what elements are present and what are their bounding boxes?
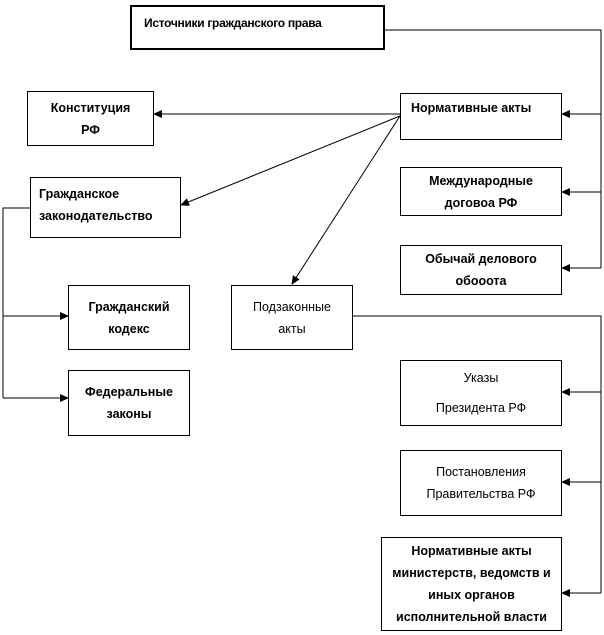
node-business-custom-line-2: обооота (455, 274, 507, 288)
arrow-to-civil-legislation (180, 115, 401, 206)
node-federal-laws-line-2: законы (106, 407, 152, 421)
node-business-custom: Обычай делового обооота (400, 245, 562, 295)
node-root: Источники гражданского права (130, 5, 385, 50)
connector-root-spine (384, 29, 602, 268)
node-ministerial-acts-line-3: иных органов (428, 588, 515, 602)
node-bylaws: Подзаконные акты (231, 285, 353, 350)
node-constitution-line-2: РФ (81, 122, 100, 137)
node-ministerial-acts-line-2: министерств, ведомств и (392, 566, 551, 580)
node-international-treaties-line-2: договоа РФ (444, 195, 518, 210)
node-bylaws-line-1: Подзаконные (253, 299, 331, 314)
node-root-line: Источники гражданского права (144, 16, 322, 30)
node-constitution: Конституция РФ (27, 91, 154, 146)
node-civil-code-line-1: Гражданский (88, 299, 170, 314)
node-bylaws-line-2: акты (278, 321, 306, 336)
node-normative-acts: Нормативные акты (400, 93, 562, 140)
node-business-custom-line-1: Обычай делового (425, 252, 537, 266)
node-civil-legislation: Гражданское законодательство (30, 177, 181, 238)
node-ministerial-acts: Нормативные акты министерств, ведомств и… (381, 537, 562, 631)
arrow-to-bylaws (291, 115, 401, 285)
node-presidential-decrees-line-1: Указы (463, 371, 499, 385)
node-international-treaties-line-1: Международные (429, 173, 533, 188)
node-federal-laws: Федеральные законы (68, 370, 190, 436)
node-constitution-line-1: Конституция (50, 100, 131, 115)
connector-civil-spine (2, 207, 30, 398)
node-presidential-decrees: Указы Президента РФ (400, 360, 562, 426)
node-federal-laws-line-1: Федеральные (85, 385, 173, 399)
node-ministerial-acts-line-4: исполнительной власти (396, 610, 547, 624)
node-civil-legislation-line-2: законодательство (39, 209, 153, 223)
node-presidential-decrees-line-2: Президента РФ (435, 401, 527, 415)
node-civil-code-line-2: кодекс (108, 321, 150, 336)
node-government-decrees-line-1: Постановления (436, 465, 526, 479)
node-civil-legislation-line-1: Гражданское (39, 187, 120, 201)
node-normative-acts-line: Нормативные акты (411, 101, 532, 115)
node-government-decrees-line-2: Правительства РФ (426, 487, 536, 501)
node-government-decrees: Постановления Правительства РФ (400, 450, 562, 516)
connector-bylaws-spine (353, 315, 602, 593)
node-international-treaties: Международные договоа РФ (400, 167, 562, 216)
node-ministerial-acts-line-1: Нормативные акты (411, 544, 532, 558)
node-civil-code: Гражданский кодекс (68, 285, 190, 350)
